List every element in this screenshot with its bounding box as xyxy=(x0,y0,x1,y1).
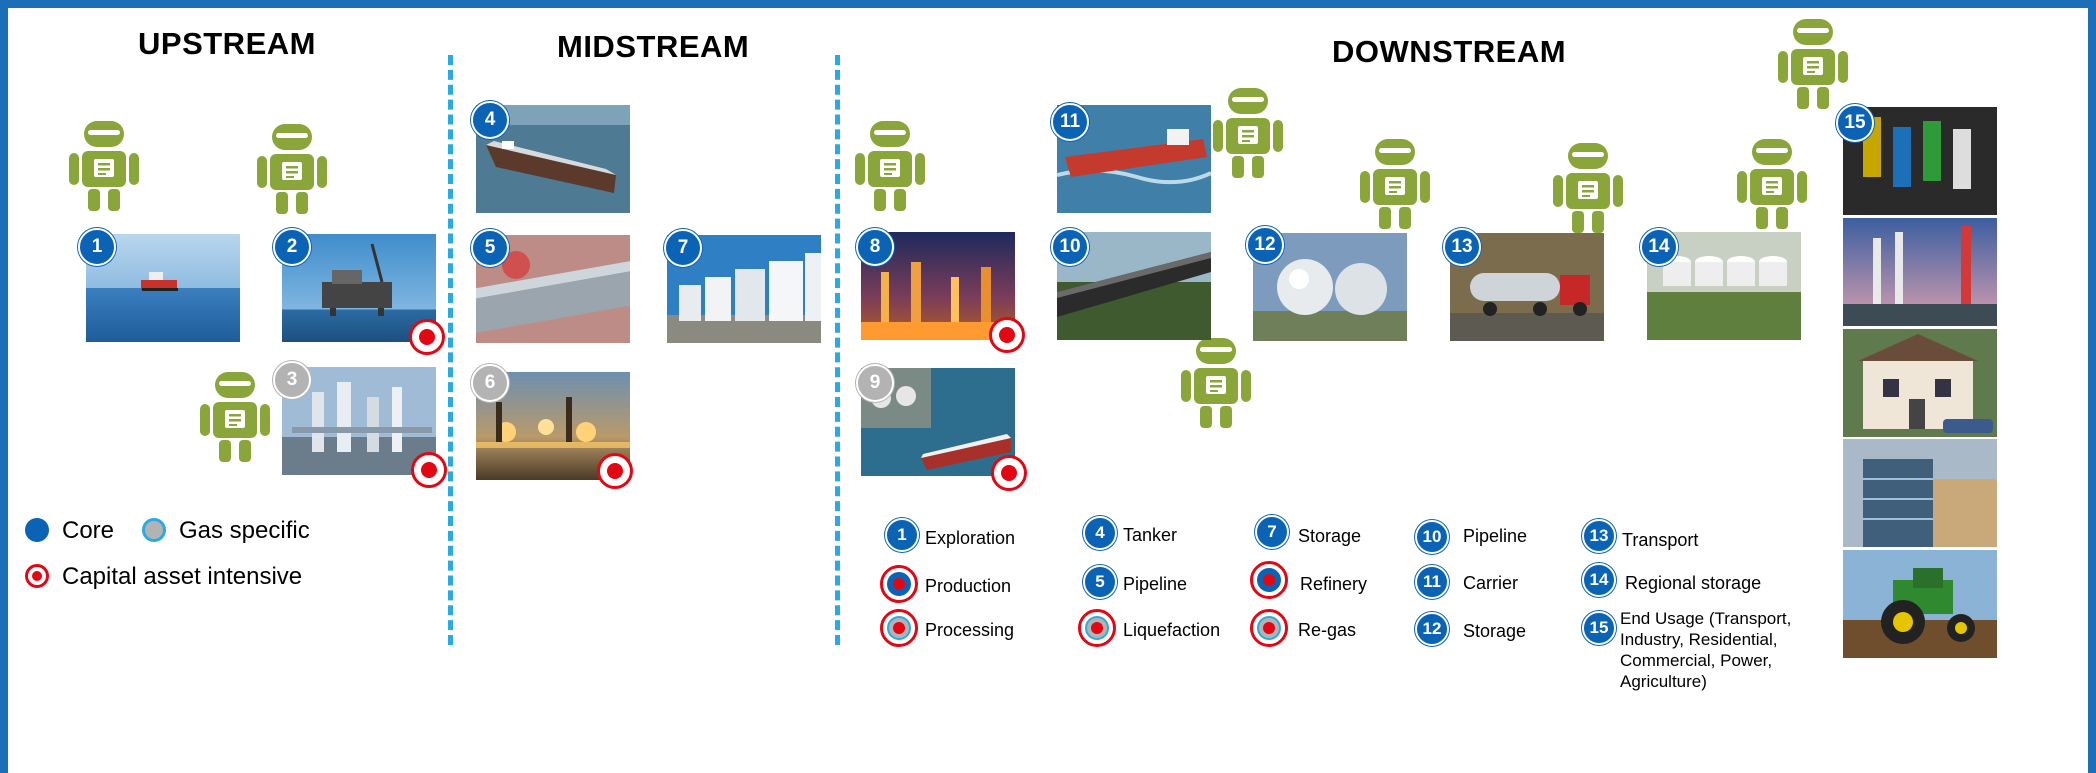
legend-badge-14: 14 xyxy=(1582,563,1616,597)
robot-icon xyxy=(69,119,139,213)
legend-label-storage: Storage xyxy=(1298,526,1362,546)
legend-label-production: Production xyxy=(925,576,1012,596)
step-badge-13: 13 xyxy=(1443,228,1481,266)
step-badge-7: 7 xyxy=(664,229,702,267)
step-badge-9: 9 xyxy=(856,364,894,402)
step-badge-15: 15 xyxy=(1836,104,1874,142)
legend-label-pipeline-10: Pipeline xyxy=(1463,526,1528,546)
step-badge-8: 8 xyxy=(856,228,894,266)
legend-capital-gas-icon xyxy=(1078,609,1116,647)
step-badge-2: 2 xyxy=(273,228,311,266)
core-key-icon xyxy=(25,518,49,542)
photo-storage-tanks xyxy=(667,235,821,343)
photo-gas-processing xyxy=(282,367,436,475)
robot-icon xyxy=(1213,86,1283,180)
photo-tanker-truck xyxy=(1450,233,1604,341)
legend-label-refinery: Refinery xyxy=(1300,574,1368,594)
legend-badge-1: 1 xyxy=(885,518,919,552)
legend-badge-4: 4 xyxy=(1083,516,1117,550)
legend-label-transport: Transport xyxy=(1622,530,1699,550)
legend-badge-7: 7 xyxy=(1255,515,1289,549)
robot-icon xyxy=(1737,137,1807,231)
capital-key-icon xyxy=(25,564,49,588)
photo-spherical-storage xyxy=(1253,233,1407,341)
step-badge-14: 14 xyxy=(1640,228,1678,266)
step-badge-4: 4 xyxy=(471,101,509,139)
key-label-gas-specific: Gas specific xyxy=(179,517,310,544)
legend-label-carrier: Carrier xyxy=(1463,573,1519,593)
legend-label-regas: Re-gas xyxy=(1298,620,1357,640)
legend-label-regional-storage: Regional storage xyxy=(1625,573,1762,593)
legend-badge-15: 15 xyxy=(1582,611,1616,645)
capital-asset-marker xyxy=(991,455,1027,491)
legend-capital-gas-icon xyxy=(1250,609,1288,647)
robot-icon xyxy=(1553,141,1623,235)
robot-icon xyxy=(1778,17,1848,111)
step-badge-10: 10 xyxy=(1051,228,1089,266)
robot-icon xyxy=(855,119,925,213)
robot-icon xyxy=(257,122,327,216)
photo-pipeline-closeup xyxy=(476,235,630,343)
key-label-core: Core xyxy=(62,517,115,544)
step-badge-1: 1 xyxy=(78,228,116,266)
step-badge-6: 6 xyxy=(471,364,509,402)
photo-commercial-building xyxy=(1843,439,1997,547)
gas-specific-key-icon xyxy=(142,518,166,542)
section-title-upstream: UPSTREAM xyxy=(138,26,316,61)
legend-label-exploration: Exploration xyxy=(925,528,1016,548)
divider-upstream-midstream xyxy=(448,55,453,645)
capital-asset-marker xyxy=(409,319,445,355)
legend-label-processing: Processing xyxy=(925,620,1015,640)
step-badge-3: 3 xyxy=(273,361,311,399)
robot-icon xyxy=(200,370,270,464)
capital-asset-marker xyxy=(411,452,447,488)
legend-label-storage-12: Storage xyxy=(1463,621,1527,641)
step-badge-11: 11 xyxy=(1051,103,1089,141)
legend-badge-5: 5 xyxy=(1083,565,1117,599)
capital-asset-marker xyxy=(989,317,1025,353)
legend-capital-gas-icon xyxy=(880,609,918,647)
key-label-capital: Capital asset intensive xyxy=(62,563,303,590)
photo-residential-house xyxy=(1843,329,1997,437)
step-badge-12: 12 xyxy=(1246,226,1284,264)
step-badge-5: 5 xyxy=(471,229,509,267)
legend-label-pipeline: Pipeline xyxy=(1123,574,1188,594)
legend-badge-11: 11 xyxy=(1415,565,1449,599)
legend-capital-core-icon xyxy=(1250,561,1288,599)
legend-badge-13: 13 xyxy=(1582,519,1616,553)
section-title-midstream: MIDSTREAM xyxy=(557,29,750,64)
legend-badge-12: 12 xyxy=(1415,612,1449,646)
legend-badge-10: 10 xyxy=(1415,520,1449,554)
legend-label-tanker: Tanker xyxy=(1123,525,1178,545)
legend-label-liquefaction: Liquefaction xyxy=(1123,620,1221,640)
legend-label-end-usage: End Usage (Transport, Industry, Resident… xyxy=(1620,609,1792,691)
legend-capital-core-icon xyxy=(880,565,918,603)
photo-power-plant xyxy=(1843,218,1997,326)
robot-icon xyxy=(1181,336,1251,430)
photo-tractor xyxy=(1843,550,1997,658)
robot-icon xyxy=(1360,137,1430,231)
divider-midstream-downstream xyxy=(835,55,840,645)
capital-asset-marker xyxy=(597,453,633,489)
section-title-downstream: DOWNSTREAM xyxy=(1332,34,1567,69)
